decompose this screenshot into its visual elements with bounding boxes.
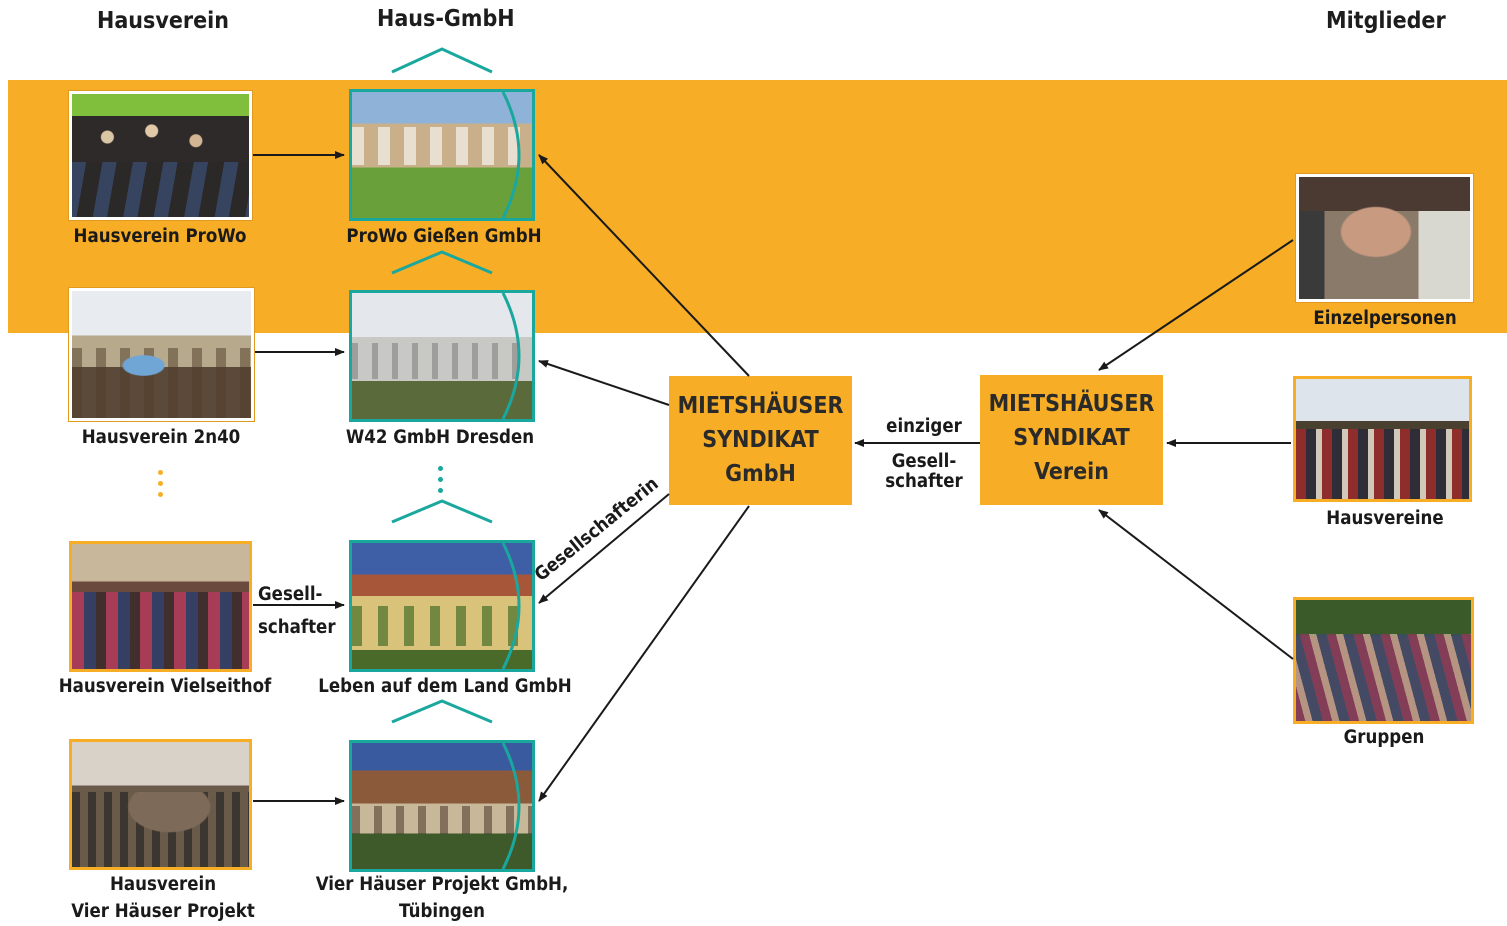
gruppen-caption: Gruppen <box>1343 727 1425 748</box>
syndikat-verein-box: MIETSHÄUSER SYNDIKAT Verein <box>980 375 1163 505</box>
hausvereine-members-photo <box>1293 376 1472 502</box>
label-line: schafter <box>258 617 336 638</box>
caption-line: Tübingen <box>399 901 485 922</box>
box-line: SYNDIKAT <box>702 427 819 453</box>
gruppen-photo <box>1293 597 1474 724</box>
caption-line: Hausverein <box>109 874 217 895</box>
hausverein-vier-haeuser-photo <box>69 739 252 870</box>
box-line: SYNDIKAT <box>1013 425 1130 451</box>
arrow-gmbh-to-w42 <box>538 360 670 406</box>
hausverein-2n40-photo <box>69 288 254 421</box>
box-line: MIETSHÄUSER <box>988 391 1155 417</box>
hausverein-vier-haeuser-caption: Hausverein Vier Häuser Projekt <box>71 871 255 925</box>
gesellschafter-label-left: Gesell- schafter <box>258 578 336 644</box>
arrow-gruppen <box>1098 509 1294 660</box>
prowo-giessen-house-photo <box>349 89 535 221</box>
house-roof <box>391 699 493 724</box>
column-header-hausverein: Hausverein <box>97 8 229 34</box>
gesellschafter-label-mid: Gesell- schafter <box>885 452 963 492</box>
prowo-giessen-caption: ProWo Gießen GmbH <box>346 226 542 247</box>
hausverein-2n40-caption: Hausverein 2n40 <box>81 427 241 448</box>
einziger-label: einziger <box>886 416 962 437</box>
einzelpersonen-caption: Einzelpersonen <box>1313 308 1457 329</box>
column-header-mitglieder: Mitglieder <box>1326 8 1446 34</box>
gesellschafterin-label: Gesellschafterin <box>530 473 663 586</box>
box-line: Verein <box>1034 459 1109 485</box>
syndikat-gmbh-box: MIETSHÄUSER SYNDIKAT GmbH <box>669 376 852 505</box>
w42-dresden-caption: W42 GmbH Dresden <box>345 427 535 448</box>
house-roof <box>391 47 493 74</box>
more-haus-gmbhs-dots <box>438 466 444 499</box>
label-line: Gesell- <box>258 584 323 605</box>
label-line: Gesell- <box>891 451 957 472</box>
hausverein-prowo-caption: Hausverein ProWo <box>73 226 247 247</box>
hausverein-vielseithof-caption: Hausverein Vielseithof <box>58 676 272 697</box>
label-line: schafter <box>885 471 963 492</box>
house-roof <box>391 499 493 524</box>
box-line: MIETSHÄUSER <box>677 393 844 419</box>
vier-haeuser-tuebingen-caption: Vier Häuser Projekt GmbH, Tübingen <box>316 871 569 925</box>
hausverein-prowo-photo <box>69 91 252 220</box>
caption-line: Vier Häuser Projekt GmbH, <box>315 874 569 895</box>
box-line: GmbH <box>725 461 796 487</box>
hausverein-vielseithof-photo <box>69 541 252 672</box>
column-header-haus-gmbh: Haus-GmbH <box>377 6 515 32</box>
w42-dresden-house-photo <box>349 290 535 422</box>
leben-auf-dem-land-caption: Leben auf dem Land GmbH <box>318 676 572 697</box>
leben-auf-dem-land-house-photo <box>349 540 535 672</box>
caption-line: Vier Häuser Projekt <box>71 901 255 922</box>
einzelpersonen-photo <box>1296 174 1473 302</box>
more-hausvereine-dots <box>158 470 164 503</box>
hausvereine-members-caption: Hausvereine <box>1326 508 1444 529</box>
vier-haeuser-tuebingen-house-photo <box>349 740 535 872</box>
